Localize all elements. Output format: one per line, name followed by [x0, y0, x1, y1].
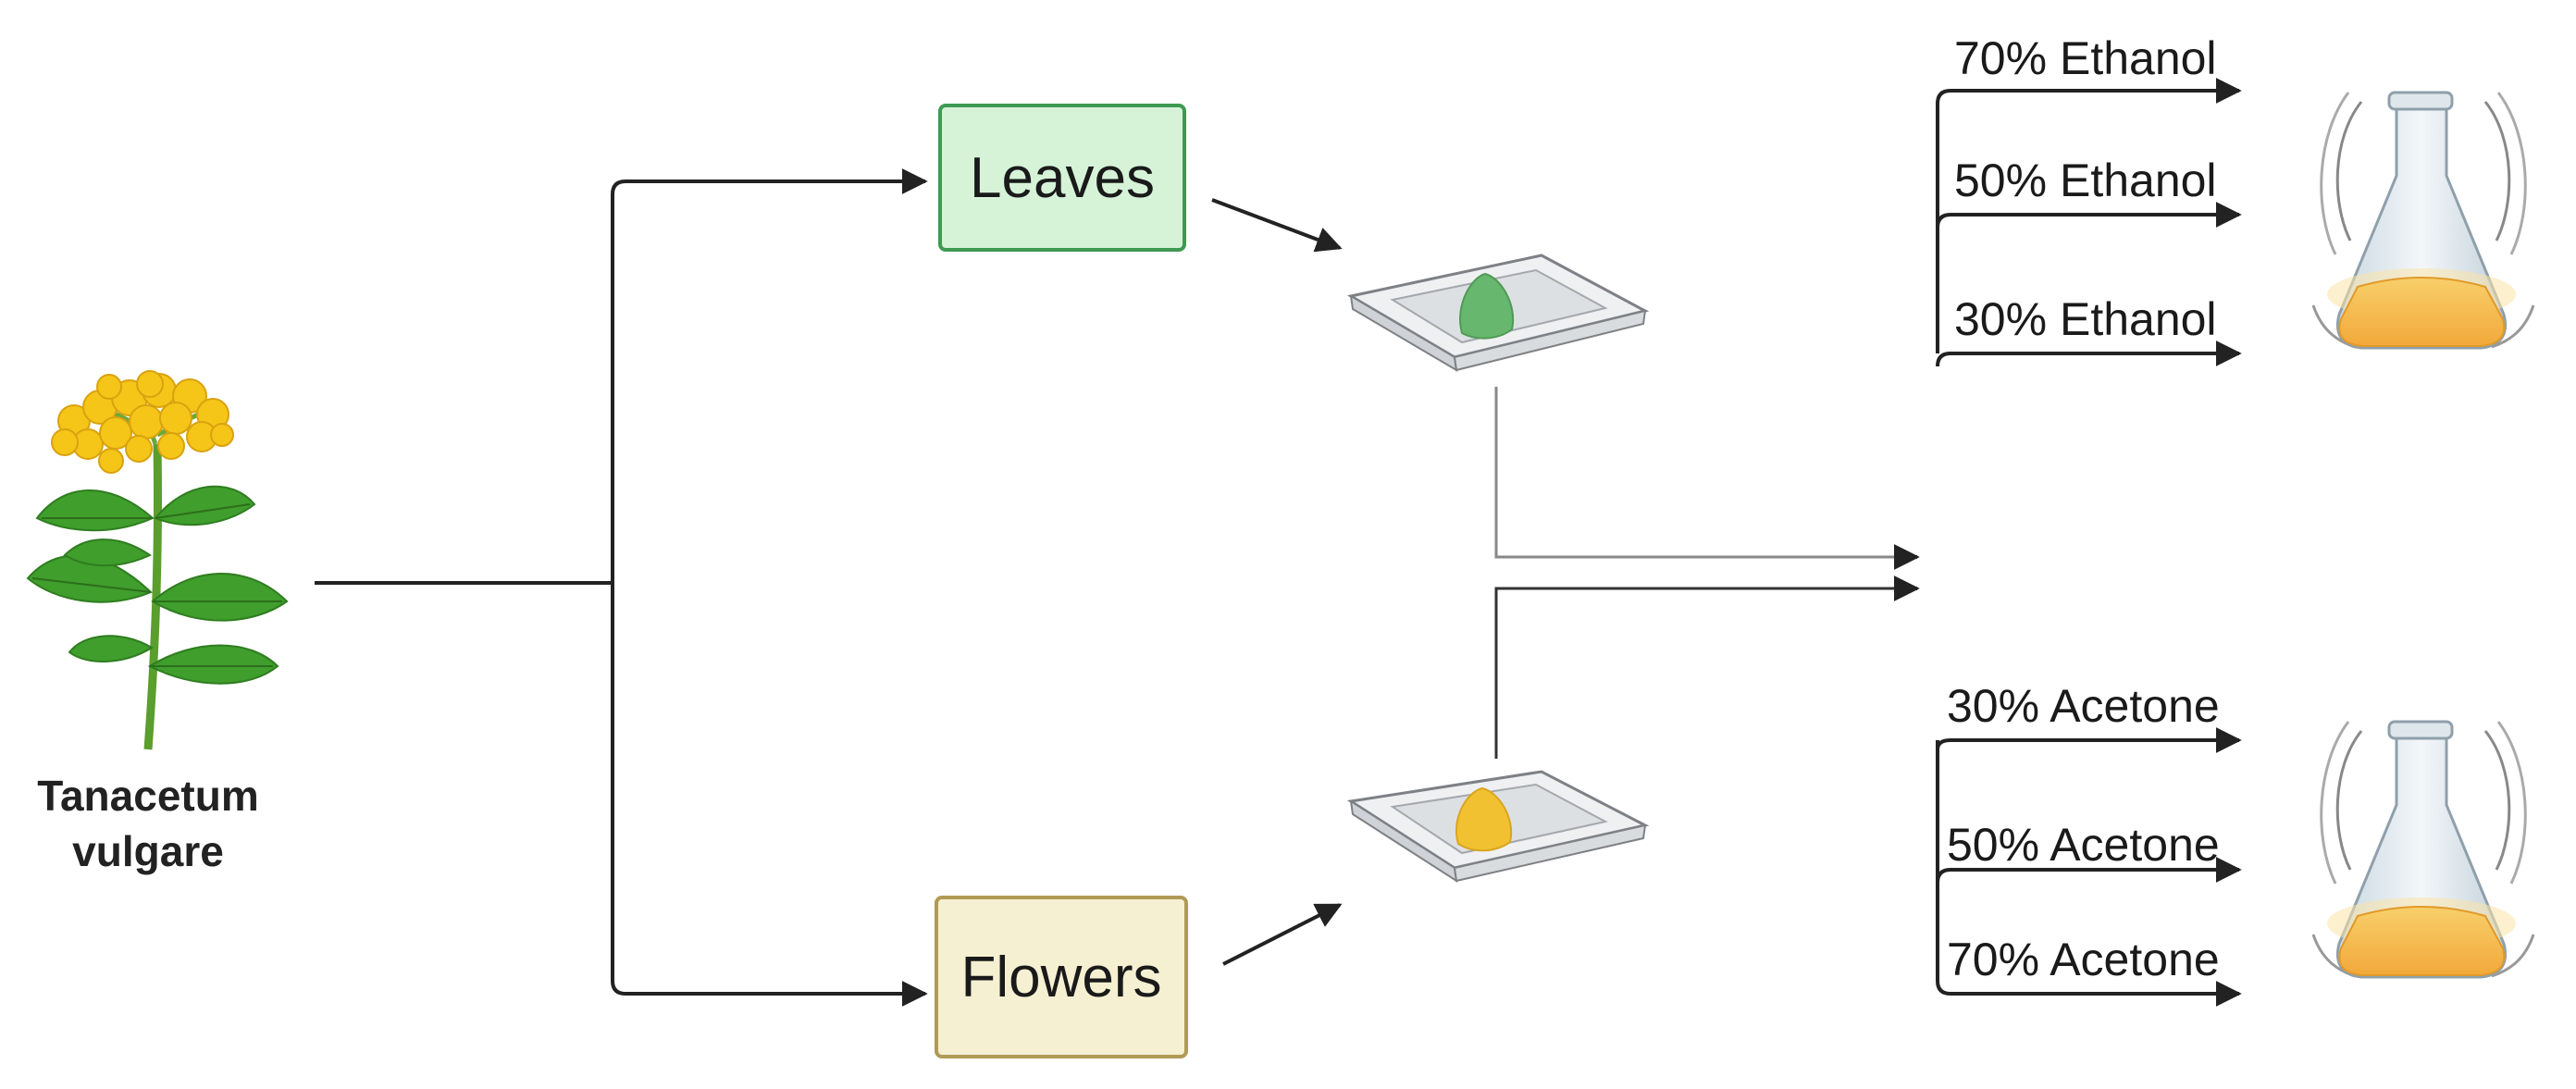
leaves-box: Leaves [938, 104, 1186, 252]
solvent-label-acetone-30: 30% Acetone [1947, 680, 2220, 732]
plant-name: Tanacetum vulgare [0, 768, 296, 879]
flowers-box: Flowers [935, 896, 1188, 1058]
tansy-plant-icon [26, 370, 289, 750]
solvent-label-ethanol-50: 50% Ethanol [1954, 155, 2217, 206]
solvent-label-acetone-70: 70% Acetone [1947, 934, 2220, 985]
shaking-flask-icon [2311, 91, 2535, 350]
plant-name-line1: Tanacetum [37, 772, 259, 820]
solvent-label-ethanol-30: 30% Ethanol [1954, 293, 2217, 345]
solvent-label-acetone-50: 50% Acetone [1947, 819, 2220, 871]
weighing-dish-yellow-powder-icon [1346, 770, 1650, 884]
shaking-flask-icon [2311, 720, 2535, 979]
weighing-dish-green-powder-icon [1346, 254, 1650, 372]
plant-name-line2: vulgare [72, 827, 224, 875]
solvent-label-ethanol-70: 70% Ethanol [1954, 32, 2217, 84]
leaves-label: Leaves [970, 145, 1155, 210]
flowers-label: Flowers [960, 945, 1162, 1009]
connector-lines [315, 168, 1343, 1007]
